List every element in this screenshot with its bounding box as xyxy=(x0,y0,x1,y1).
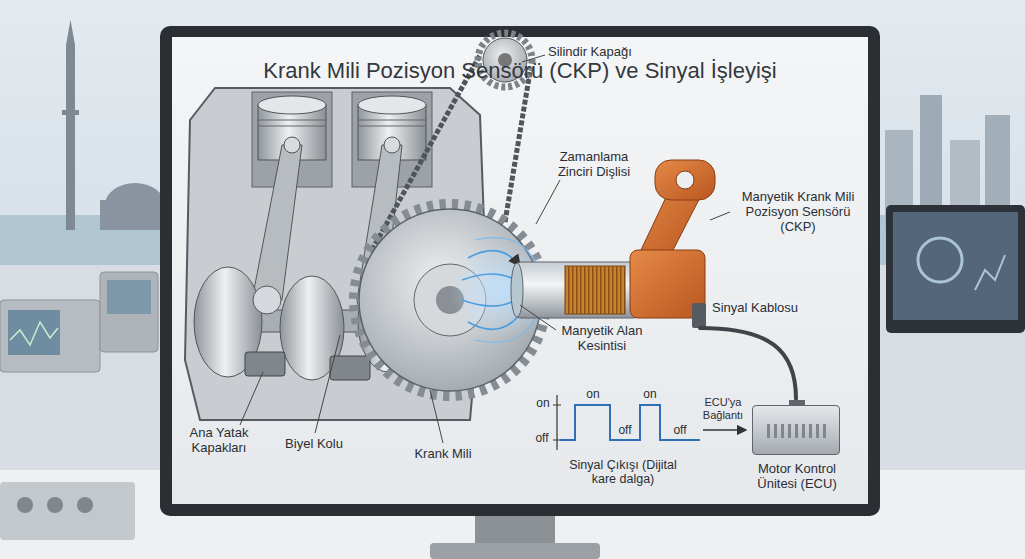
part-label: Manyetik Alan Kesintisi xyxy=(558,324,646,354)
part-label: Silindir Kapağı xyxy=(548,45,648,60)
node-label: Motor Kontrol Ünitesi (ECU) xyxy=(737,462,857,492)
part-label: Biyel Kolu xyxy=(278,437,350,452)
signal-cable xyxy=(700,328,796,399)
diagram-title: Krank Mili Pozisyon Sensörü (CKP) ve Sin… xyxy=(175,58,865,83)
signal-state: off xyxy=(613,424,637,438)
part-label: Krank Mili xyxy=(403,447,483,462)
part-label: Ana Yatak Kapakları xyxy=(180,426,258,456)
part-label: Zamanlama Zinciri Dişlisi xyxy=(548,150,640,180)
sensor-node: Manyetik Krank Mili Pozisyon Sensörü (CK… xyxy=(560,190,700,335)
signal-state: off xyxy=(668,424,692,438)
connection-note: ECU'ya Bağlantı xyxy=(697,396,749,421)
node-label: Manyetik Krank Mili Pozisyon Sensörü (CK… xyxy=(732,190,864,235)
signal-caption: Sinyal Çıkışı (Dijital kare dalga) xyxy=(557,458,689,487)
ecu-connector xyxy=(789,400,805,406)
cable-label: Sinyal Kablosu xyxy=(710,301,800,316)
signal-state: on xyxy=(640,388,660,402)
signal-state: off xyxy=(530,432,554,446)
ecu-grille xyxy=(767,424,827,438)
ecu-node: Motor Kontrol Ünitesi (ECU) xyxy=(752,405,840,455)
signal-state: on xyxy=(533,397,553,411)
signal-state: on xyxy=(583,388,603,402)
